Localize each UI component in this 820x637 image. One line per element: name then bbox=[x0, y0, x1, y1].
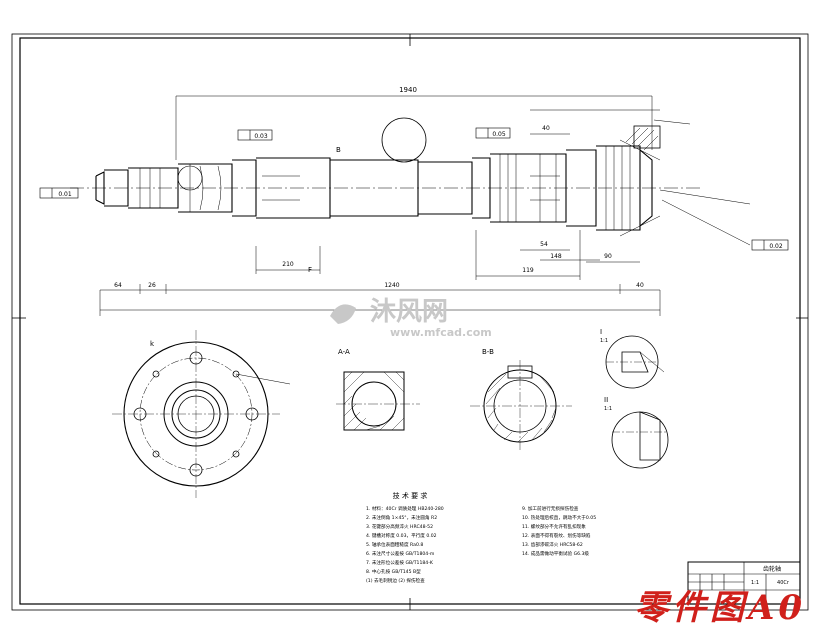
gear-hatch bbox=[625, 125, 661, 151]
svg-text:4. 键槽对称度 0.03，平行度 0.02: 4. 键槽对称度 0.03，平行度 0.02 bbox=[366, 532, 437, 539]
dim-row2-d: 40 bbox=[636, 282, 644, 289]
shaft-main-view bbox=[95, 145, 653, 231]
view-k-label: k bbox=[150, 340, 155, 348]
section-bb-hatch bbox=[485, 373, 557, 443]
svg-text:www.mfcad.com: www.mfcad.com bbox=[390, 326, 492, 339]
dim-210: 210 bbox=[282, 261, 294, 268]
svg-text:12. 表面不得有裂纹、划伤等缺陷: 12. 表面不得有裂纹、划伤等缺陷 bbox=[522, 532, 591, 539]
callout-b: B bbox=[336, 146, 341, 154]
title-material: 40Cr bbox=[777, 580, 790, 586]
svg-text:沐风网: 沐风网 bbox=[370, 297, 448, 327]
callout-f: F bbox=[308, 266, 312, 274]
svg-text:7. 未注形位公差按 GB/T1184-K: 7. 未注形位公差按 GB/T1184-K bbox=[366, 559, 434, 566]
tech-left-list: 1. 材料：40Cr 调质处理 HB240-280 2. 未注倒角 1×45°，… bbox=[366, 505, 444, 584]
svg-text:5. 轴承位表面粗糙度 Ra0.8: 5. 轴承位表面粗糙度 Ra0.8 bbox=[366, 541, 423, 548]
tech-right-list: 9. 加工前进行无损探伤检查 10. 热处理后校直，跳动不大于0.05 11. … bbox=[522, 505, 596, 557]
dim-overall: 1940 bbox=[399, 86, 417, 94]
svg-text:9. 加工前进行无损探伤检查: 9. 加工前进行无损探伤检查 bbox=[522, 505, 579, 512]
dim-row2-b: 26 bbox=[148, 282, 156, 289]
detail-2-label: II bbox=[604, 396, 608, 404]
detail-1-label: I bbox=[600, 328, 602, 336]
title-block bbox=[687, 561, 801, 605]
svg-text:3. 花键部分高频淬火 HRC48-52: 3. 花键部分高频淬火 HRC48-52 bbox=[366, 523, 433, 530]
detail-1-scale: 1:1 bbox=[600, 338, 608, 344]
view-k-flange bbox=[112, 330, 291, 498]
dim-148: 148 bbox=[550, 253, 562, 260]
dim-row2-a: 64 bbox=[114, 282, 122, 289]
svg-text:13. 齿部渗碳淬火 HRC58-62: 13. 齿部渗碳淬火 HRC58-62 bbox=[522, 541, 583, 548]
shaft-detail-lines bbox=[139, 139, 661, 237]
dim-90: 90 bbox=[604, 253, 612, 260]
centering-marks bbox=[12, 34, 808, 610]
dim-40: 40 bbox=[542, 125, 550, 132]
svg-text:2. 未注倒角 1×45°，未注圆角 R2: 2. 未注倒角 1×45°，未注圆角 R2 bbox=[366, 514, 437, 521]
section-bb-label: B-B bbox=[482, 348, 494, 356]
svg-text:0.05: 0.05 bbox=[492, 131, 506, 138]
title-scale: 1:1 bbox=[751, 580, 759, 586]
svg-text:(1) 去毛刺锐边 (2) 探伤检查: (1) 去毛刺锐边 (2) 探伤检查 bbox=[366, 577, 425, 584]
drawing-type-stamp: 零件图A0 bbox=[633, 588, 806, 628]
tolerance-frame-2: 0.05 bbox=[475, 127, 511, 139]
dim-119: 119 bbox=[522, 267, 534, 274]
svg-text:0.03: 0.03 bbox=[254, 133, 268, 140]
tolerance-frame-1: 0.03 bbox=[237, 129, 273, 141]
tolerance-frame-4: 0.02 bbox=[751, 239, 789, 251]
svg-text:0.02: 0.02 bbox=[769, 243, 783, 250]
tolerance-frame-3: 0.01 bbox=[39, 187, 79, 199]
section-aa bbox=[336, 371, 420, 431]
detail-1 bbox=[605, 335, 665, 389]
watermark: 沐风网 www.mfcad.com bbox=[330, 297, 492, 339]
svg-text:14. 成品需做动平衡试验 G6.3级: 14. 成品需做动平衡试验 G6.3级 bbox=[522, 550, 589, 557]
svg-text:10. 热处理后校直，跳动不大于0.05: 10. 热处理后校直，跳动不大于0.05 bbox=[522, 514, 596, 521]
svg-text:0.01: 0.01 bbox=[58, 191, 72, 198]
section-aa-hatch bbox=[343, 371, 405, 431]
section-bb bbox=[470, 360, 572, 452]
section-aa-label: A-A bbox=[338, 348, 350, 356]
svg-text:8. 中心孔按 GB/T145 B型: 8. 中心孔按 GB/T145 B型 bbox=[366, 568, 421, 575]
tech-title: 技 术 要 求 bbox=[393, 491, 428, 500]
detail-2 bbox=[611, 411, 669, 469]
title-part-name: 齿轮轴 bbox=[763, 565, 781, 573]
dimension-lines bbox=[99, 95, 661, 316]
dim-row2-c: 1240 bbox=[384, 282, 399, 289]
svg-text:6. 未注尺寸公差按 GB/T1804-m: 6. 未注尺寸公差按 GB/T1804-m bbox=[366, 550, 435, 557]
detail-2-scale: 1:1 bbox=[604, 406, 612, 412]
dim-54: 54 bbox=[540, 241, 548, 248]
detail-balloon-top bbox=[381, 117, 427, 163]
watermark-logo-icon bbox=[330, 304, 356, 324]
detail-balloon-left bbox=[177, 165, 203, 191]
svg-text:1. 材料：40Cr 调质处理 HB240-280: 1. 材料：40Cr 调质处理 HB240-280 bbox=[366, 505, 444, 512]
svg-text:11. 螺纹部分不允许有乱扣现象: 11. 螺纹部分不允许有乱扣现象 bbox=[522, 523, 586, 530]
leader-lines bbox=[653, 119, 751, 246]
